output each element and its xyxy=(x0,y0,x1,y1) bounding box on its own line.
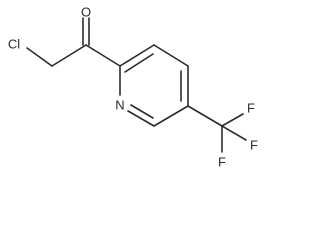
atom-chlorine: Cl xyxy=(8,36,20,51)
structure-canvas: O Cl N F F F xyxy=(8,4,258,169)
bond-c-f-top xyxy=(221,113,244,127)
bond-carbonyl-ring xyxy=(85,44,121,67)
atom-fluorine-top: F xyxy=(247,100,255,115)
atom-oxygen: O xyxy=(81,4,91,19)
bond-c6-n-inner xyxy=(130,104,154,119)
bond-c6-n xyxy=(127,110,155,127)
bond-c5-cf3 xyxy=(187,105,223,127)
atom-fluorine-bottom: F xyxy=(218,154,226,169)
bond-c5-c6 xyxy=(153,105,189,127)
bond-ch2-carbonyl xyxy=(51,44,87,67)
atom-label-layer: O Cl N F F F xyxy=(8,4,258,169)
atom-fluorine-right: F xyxy=(250,137,258,152)
bond-c2-c3-inner xyxy=(124,53,154,73)
bond-c2-c3 xyxy=(119,44,155,67)
bond-cl-ch2 xyxy=(26,47,53,67)
molecule-diagram: O Cl N F F F xyxy=(8,4,258,169)
atom-nitrogen: N xyxy=(115,97,124,112)
bond-layer xyxy=(26,17,247,153)
bond-c3-c4 xyxy=(153,44,189,67)
bond-c-f-right xyxy=(221,125,247,141)
